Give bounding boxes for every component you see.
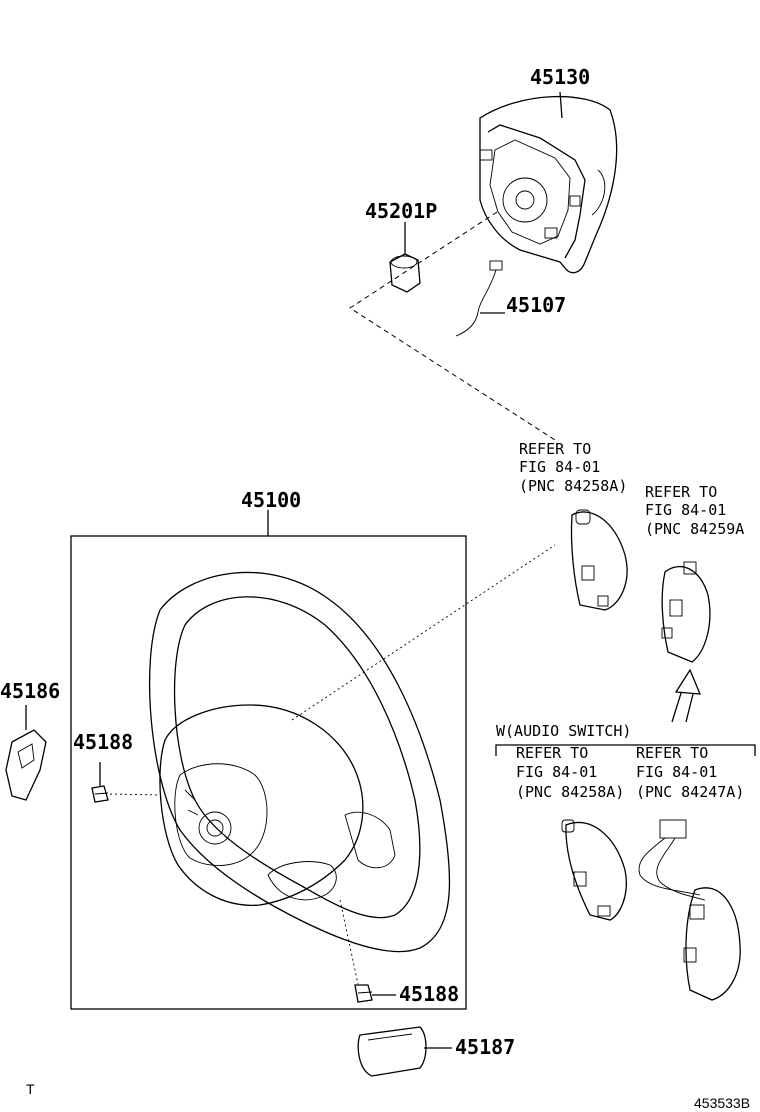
part-number-wire: 45107 — [506, 293, 566, 317]
switch-drawing-ref3 — [561, 819, 627, 921]
ref1-line3: (PNC 84258A) — [519, 477, 627, 495]
cover-left-drawing — [5, 705, 47, 801]
ref3-line1: REFER TO — [516, 744, 588, 762]
part-number-wheel: 45100 — [241, 488, 301, 512]
screw-lower-drawing — [339, 899, 396, 1003]
steering-wheel-drawing — [148, 571, 451, 953]
ref4-line1: REFER TO — [636, 744, 708, 762]
ref2-line2: FIG 84-01 — [645, 501, 726, 519]
ref3-line3: (PNC 84258A) — [516, 783, 624, 801]
cover-lower-drawing — [357, 1026, 452, 1077]
switch-drawing-ref2 — [661, 561, 711, 663]
steering-wheel-frame — [70, 535, 467, 1010]
ref2-line1: REFER TO — [645, 483, 717, 501]
switch-drawing-ref1 — [570, 509, 628, 611]
wheel-leader-line — [291, 544, 556, 721]
diagram-id: 453533B — [694, 1095, 750, 1111]
ref4-line2: FIG 84-01 — [636, 763, 717, 781]
part-number-airbag: 45130 — [530, 65, 590, 89]
screw-upper-drawing — [91, 762, 161, 803]
ref4-line3: (PNC 84247A) — [636, 783, 744, 801]
airbag-assembly-drawing — [479, 91, 618, 274]
ref1-line1: REFER TO — [519, 440, 591, 458]
ref3-line2: FIG 84-01 — [516, 763, 597, 781]
wire-harness-drawing — [455, 260, 505, 337]
part-number-screw-lower: 45188 — [399, 982, 459, 1006]
ref1-line2: FIG 84-01 — [519, 458, 600, 476]
airbag-leader-line — [349, 211, 556, 441]
footer-left-mark: T — [26, 1081, 35, 1097]
option-group-bracket — [495, 744, 756, 756]
switch-drawing-ref4 — [638, 819, 741, 1001]
option-group-label: W(AUDIO SWITCH) — [496, 722, 631, 740]
nut-drawing — [389, 222, 421, 293]
part-number-nut: 45201P — [365, 199, 437, 223]
part-number-cover-lower: 45187 — [455, 1035, 515, 1059]
part-number-screw-upper: 45188 — [73, 730, 133, 754]
part-number-cover-left: 45186 — [0, 679, 60, 703]
ref2-line3: (PNC 84259A — [645, 520, 744, 538]
arrow-up-icon — [671, 668, 702, 723]
